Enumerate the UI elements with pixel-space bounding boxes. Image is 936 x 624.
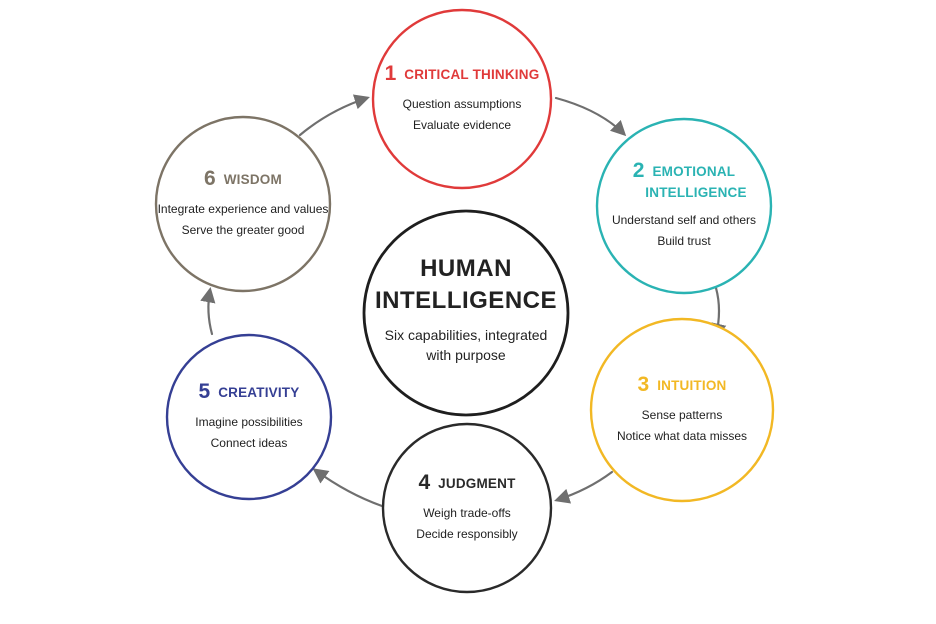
capability-nodes: 1 CRITICAL THINKING Question assumptionsEv… [154,8,775,594]
capability-heading-creativity: 5 CREATIVITY [199,380,300,403]
capability-title: INTUITION [657,378,726,393]
center-subtitle-line2: with purpose [425,347,506,363]
cycle-arrows [200,94,727,508]
capability-node-emotional-intelligence: 2 EMOTIONAL INTELLIGENCE Understand self an… [595,117,773,295]
capability-heading-judgment: 4 JUDGMENT [418,471,516,494]
center-title-line2: INTELLIGENCE [375,287,557,314]
center-circle [362,209,570,417]
capability-number: 3 [638,373,650,396]
center-title-line1: HUMAN [420,255,512,282]
arrow-4-to-5 [312,468,384,508]
capability-title: CRITICAL THINKING [404,67,539,82]
capability-description-line: Build trust [657,234,711,248]
capability-heading-wisdom: 6 WISDOM [204,167,282,190]
capability-description-line: Connect ideas [211,436,288,450]
capability-circle-wisdom [154,115,332,293]
capability-node-creativity: 5 CREATIVITY Imagine possibilitiesConnect … [165,333,333,501]
capability-node-wisdom: 6 WISDOM Integrate experience and valuesSe… [154,115,332,293]
arrow-3-to-4 [554,470,614,504]
arrow-5-to-6 [200,286,216,336]
capability-heading-emotional-intelligence: 2 EMOTIONAL [633,159,735,182]
capability-circle-intuition [589,317,775,503]
capability-description-line: Decide responsibly [416,527,517,541]
capability-title-line2: INTELLIGENCE [645,185,746,200]
capability-number: 5 [199,380,211,403]
capability-heading-intuition: 3 INTUITION [638,373,727,396]
capability-circle-emotional-intelligence [595,117,773,295]
capability-description-line: Weigh trade-offs [423,506,511,520]
capability-number: 6 [204,167,216,190]
capability-description-line: Imagine possibilities [195,415,302,429]
capability-title: EMOTIONAL [652,164,735,179]
capability-circle-creativity [165,333,333,501]
capability-number: 4 [418,471,430,494]
center-subtitle-line1: Six capabilities, integrated [385,327,548,343]
arrow-1-to-2 [554,96,627,137]
capability-number: 1 [385,62,397,85]
center-hub: HUMAN INTELLIGENCE Six capabilities, int… [362,209,570,417]
capability-description-line: Sense patterns [642,408,723,422]
capability-heading-critical-thinking: 1 CRITICAL THINKING [385,62,540,85]
capability-description-line: Notice what data misses [617,429,747,443]
capability-description-line: Integrate experience and values [158,202,329,216]
capability-title: WISDOM [224,172,282,187]
capability-circle-critical-thinking [371,8,553,190]
capability-number: 2 [633,159,645,182]
capability-title: JUDGMENT [438,476,516,491]
capability-description-line: Serve the greater good [182,223,305,237]
capability-title: CREATIVITY [218,385,299,400]
capability-description-line: Understand self and others [612,213,756,227]
capability-node-critical-thinking: 1 CRITICAL THINKING Question assumptionsEv… [371,8,553,190]
capability-description-line: Evaluate evidence [413,118,511,132]
capability-description-line: Question assumptions [403,97,522,111]
arrow-6-to-1 [298,94,370,137]
capability-circle-judgment [381,422,553,594]
